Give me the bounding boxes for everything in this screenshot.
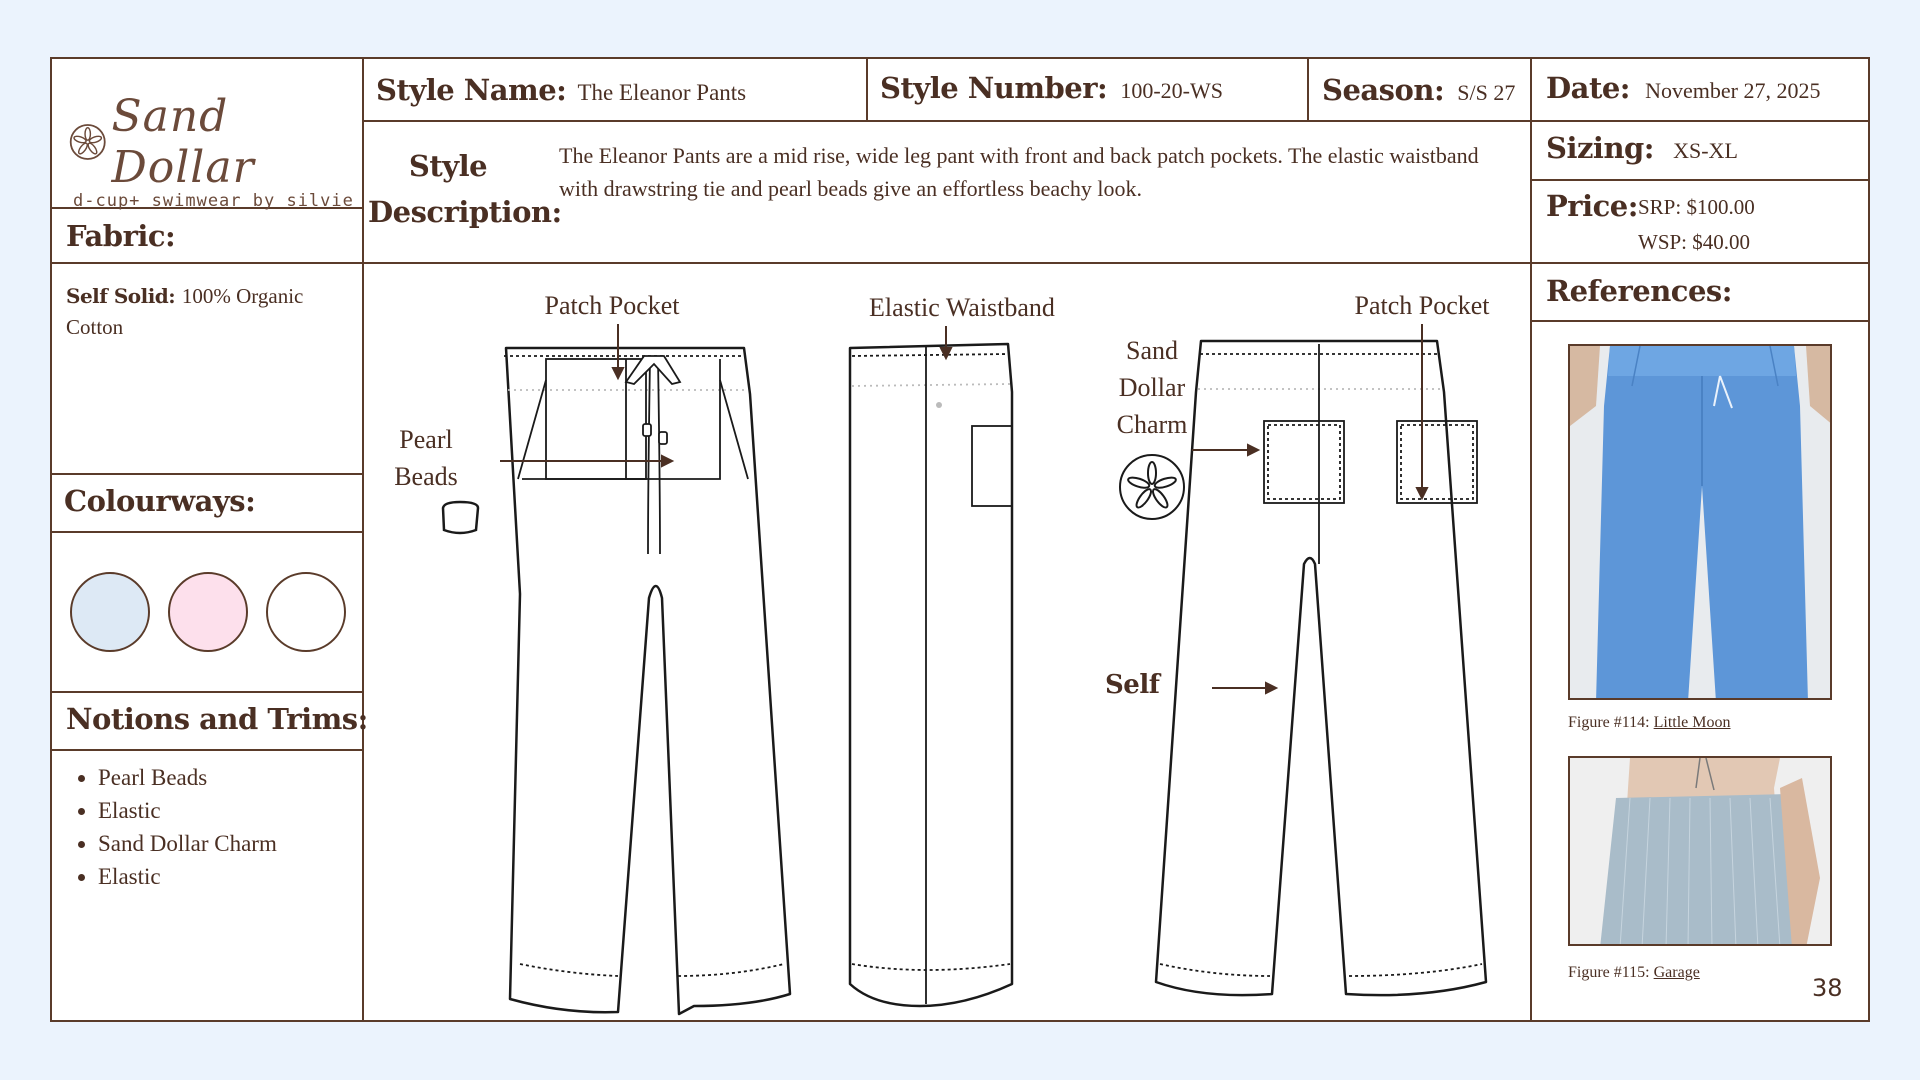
style-name-field: Style Name: The Eleanor Pants [376, 73, 866, 107]
right-column-divider [1530, 59, 1532, 1022]
left-column-divider [362, 59, 364, 1022]
description-label-line1: Style [408, 149, 488, 183]
price-divider [1530, 262, 1870, 264]
reference-link-garage[interactable]: Garage [1653, 964, 1700, 981]
brand-logo: Sand Dollar d-cup+ swimwear by silvie [68, 91, 358, 211]
pearl-bead-icon [441, 500, 480, 535]
references-label-divider [1530, 320, 1870, 322]
reference-link-little-moon[interactable]: Little Moon [1653, 714, 1731, 731]
header-divider-2 [1307, 59, 1309, 120]
fabric-label: Fabric: [66, 219, 176, 253]
fabric-self-label: Self Solid: [66, 284, 176, 308]
description-row-divider [362, 262, 1530, 264]
fabric-self-value-line2: Cotton [66, 315, 124, 339]
callout-pearl-line1: Pearl [399, 425, 453, 454]
drawstring-tie [624, 355, 682, 386]
price-srp: SRP: $100.00 [1638, 195, 1755, 219]
callout-pearl-beads: Pearl Beads [366, 421, 486, 495]
reference-caption-1: Figure #114: Little Moon [1568, 714, 1731, 732]
sizing-field: Sizing: XS-XL [1546, 131, 1866, 165]
list-item: Elastic [98, 794, 358, 827]
callout-charm-line1: Sand [1126, 336, 1178, 365]
list-item: Sand Dollar Charm [98, 827, 358, 860]
fabric-divider [52, 473, 362, 475]
style-name-label: Style Name: [376, 73, 567, 107]
callout-front-patch-pocket: Patch Pocket [544, 291, 680, 320]
description-label: Style Description: [368, 143, 562, 235]
fabric-label-divider [52, 262, 362, 264]
sizing-label: Sizing: [1546, 131, 1655, 165]
side-view-sketch [848, 342, 1014, 1008]
colourways-label: Colourways: [64, 484, 256, 518]
brand-name: Sand Dollar [111, 91, 255, 193]
callout-charm-line3: Charm [1116, 410, 1188, 439]
date-field: Date: November 27, 2025 [1546, 71, 1866, 105]
price-label: Price: [1546, 189, 1638, 223]
callout-self: Self [1105, 670, 1160, 700]
back-pocket-left [1263, 420, 1345, 504]
back-pocket-right [1396, 420, 1478, 504]
fabric-self-value-line1: 100% Organic [181, 284, 304, 308]
price-wsp: WSP: $40.00 [1638, 230, 1751, 254]
sizing-value: XS-XL [1673, 138, 1738, 163]
colourways-label-divider [52, 531, 362, 533]
tech-pack-sheet: Sand Dollar d-cup+ swimwear by silvie St… [50, 57, 1870, 1022]
reference-photo-striped-pants [1570, 758, 1830, 944]
colourway-swatch-pink [168, 572, 248, 652]
notions-label-divider [52, 749, 362, 751]
date-value: November 27, 2025 [1645, 78, 1821, 103]
list-item: Pearl Beads [98, 761, 358, 794]
sand-dollar-charm-icon [1119, 454, 1185, 520]
page-number: 38 [1812, 974, 1843, 1002]
style-number-field: Style Number: 100-20-WS [880, 71, 1300, 105]
sand-dollar-logo-icon [69, 124, 106, 160]
brand-tagline: d-cup+ swimwear by silvie [73, 191, 354, 211]
date-divider [1530, 120, 1870, 122]
season-field: Season: S/S 27 [1322, 73, 1527, 107]
callout-sand-dollar-charm: Sand Dollar Charm [1092, 332, 1212, 443]
notions-list: Pearl Beads Elastic Sand Dollar Charm El… [58, 761, 358, 893]
reference-photo-blue-pants [1570, 346, 1830, 698]
colourways-divider [52, 691, 362, 693]
sizing-divider [1530, 179, 1870, 181]
technical-flat-sketches [441, 324, 1488, 1016]
season-value: S/S 27 [1457, 80, 1516, 105]
reference-caption-1-prefix: Figure #114: [1568, 714, 1650, 731]
back-view-sketch [1154, 339, 1488, 997]
reference-image-2 [1568, 756, 1832, 946]
date-label: Date: [1546, 71, 1631, 105]
callout-back-patch-pocket: Patch Pocket [1354, 291, 1490, 320]
reference-image-1 [1568, 344, 1832, 700]
fabric-details: Self Solid: 100% Organic Cotton [66, 281, 356, 343]
callout-charm-line2: Dollar [1118, 373, 1186, 402]
notions-label: Notions and Trims: [66, 702, 368, 736]
style-number-value: 100-20-WS [1120, 78, 1223, 103]
reference-caption-2-prefix: Figure #115: [1568, 964, 1650, 981]
colourway-swatch-white [266, 572, 346, 652]
season-label: Season: [1322, 73, 1445, 107]
reference-caption-2: Figure #115: Garage [1568, 964, 1700, 982]
description-label-line2: Description: [368, 195, 562, 229]
callout-pearl-line2: Beads [394, 462, 458, 491]
logo-divider [52, 207, 362, 209]
header-divider-1 [866, 59, 868, 120]
side-pocket [971, 425, 1013, 507]
style-description: The Eleanor Pants are a mid rise, wide l… [559, 143, 1479, 201]
style-name-value: The Eleanor Pants [577, 80, 747, 105]
front-view-sketch [504, 346, 792, 1016]
header-row-divider [362, 120, 1530, 122]
colourway-swatch-light-blue [70, 572, 150, 652]
callout-elastic-waistband: Elastic Waistband [869, 293, 1055, 322]
style-number-label: Style Number: [880, 71, 1108, 105]
list-item: Elastic [98, 860, 358, 893]
references-label: References: [1546, 274, 1732, 308]
